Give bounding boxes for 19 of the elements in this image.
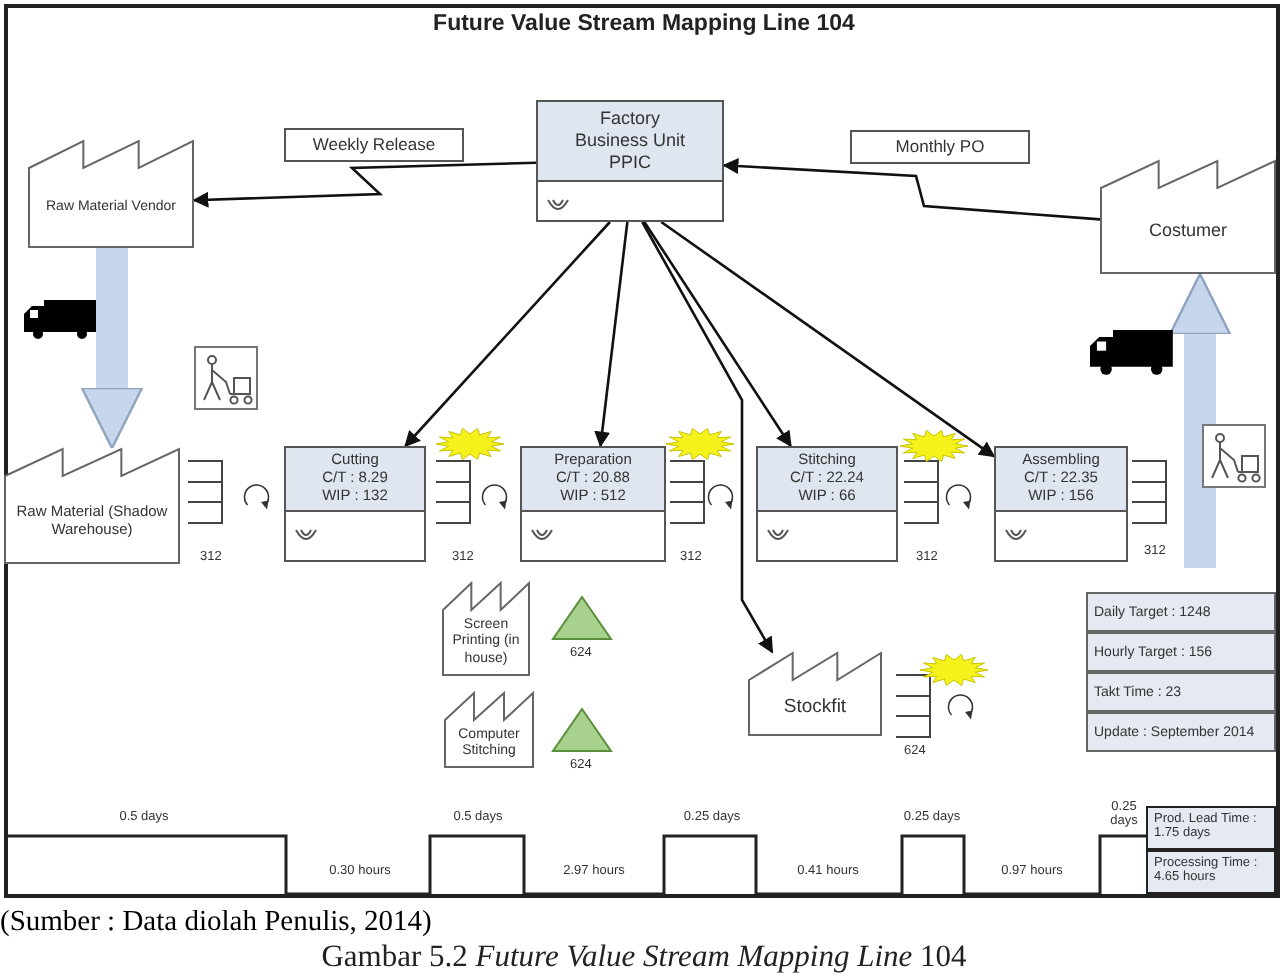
factory-shape [442, 582, 530, 676]
caption: Gambar 5.2 Future Value Stream Mapping Line 104 [319, 940, 969, 976]
process-box [284, 446, 426, 562]
process-box [994, 446, 1128, 562]
process-box [520, 446, 666, 562]
source-note: (Sumber : Data diolah Penulis, 2014) [0, 906, 434, 940]
factory-shape [28, 140, 194, 248]
process-box [756, 446, 898, 562]
edge-label: Weekly Release [284, 128, 464, 162]
node-title: Stockfit [783, 696, 847, 720]
node-title: Factory Business Unit PPIC [572, 108, 688, 173]
factory-shape [4, 448, 180, 564]
factory-shape [1100, 160, 1276, 274]
control-box [536, 100, 724, 222]
title: Future Value Stream Mapping Line 104 [431, 12, 857, 36]
edge-label: Monthly PO [850, 130, 1030, 164]
node-title: Costumer [1148, 220, 1227, 242]
factory-shape [748, 652, 882, 736]
factory-shape [444, 692, 534, 768]
